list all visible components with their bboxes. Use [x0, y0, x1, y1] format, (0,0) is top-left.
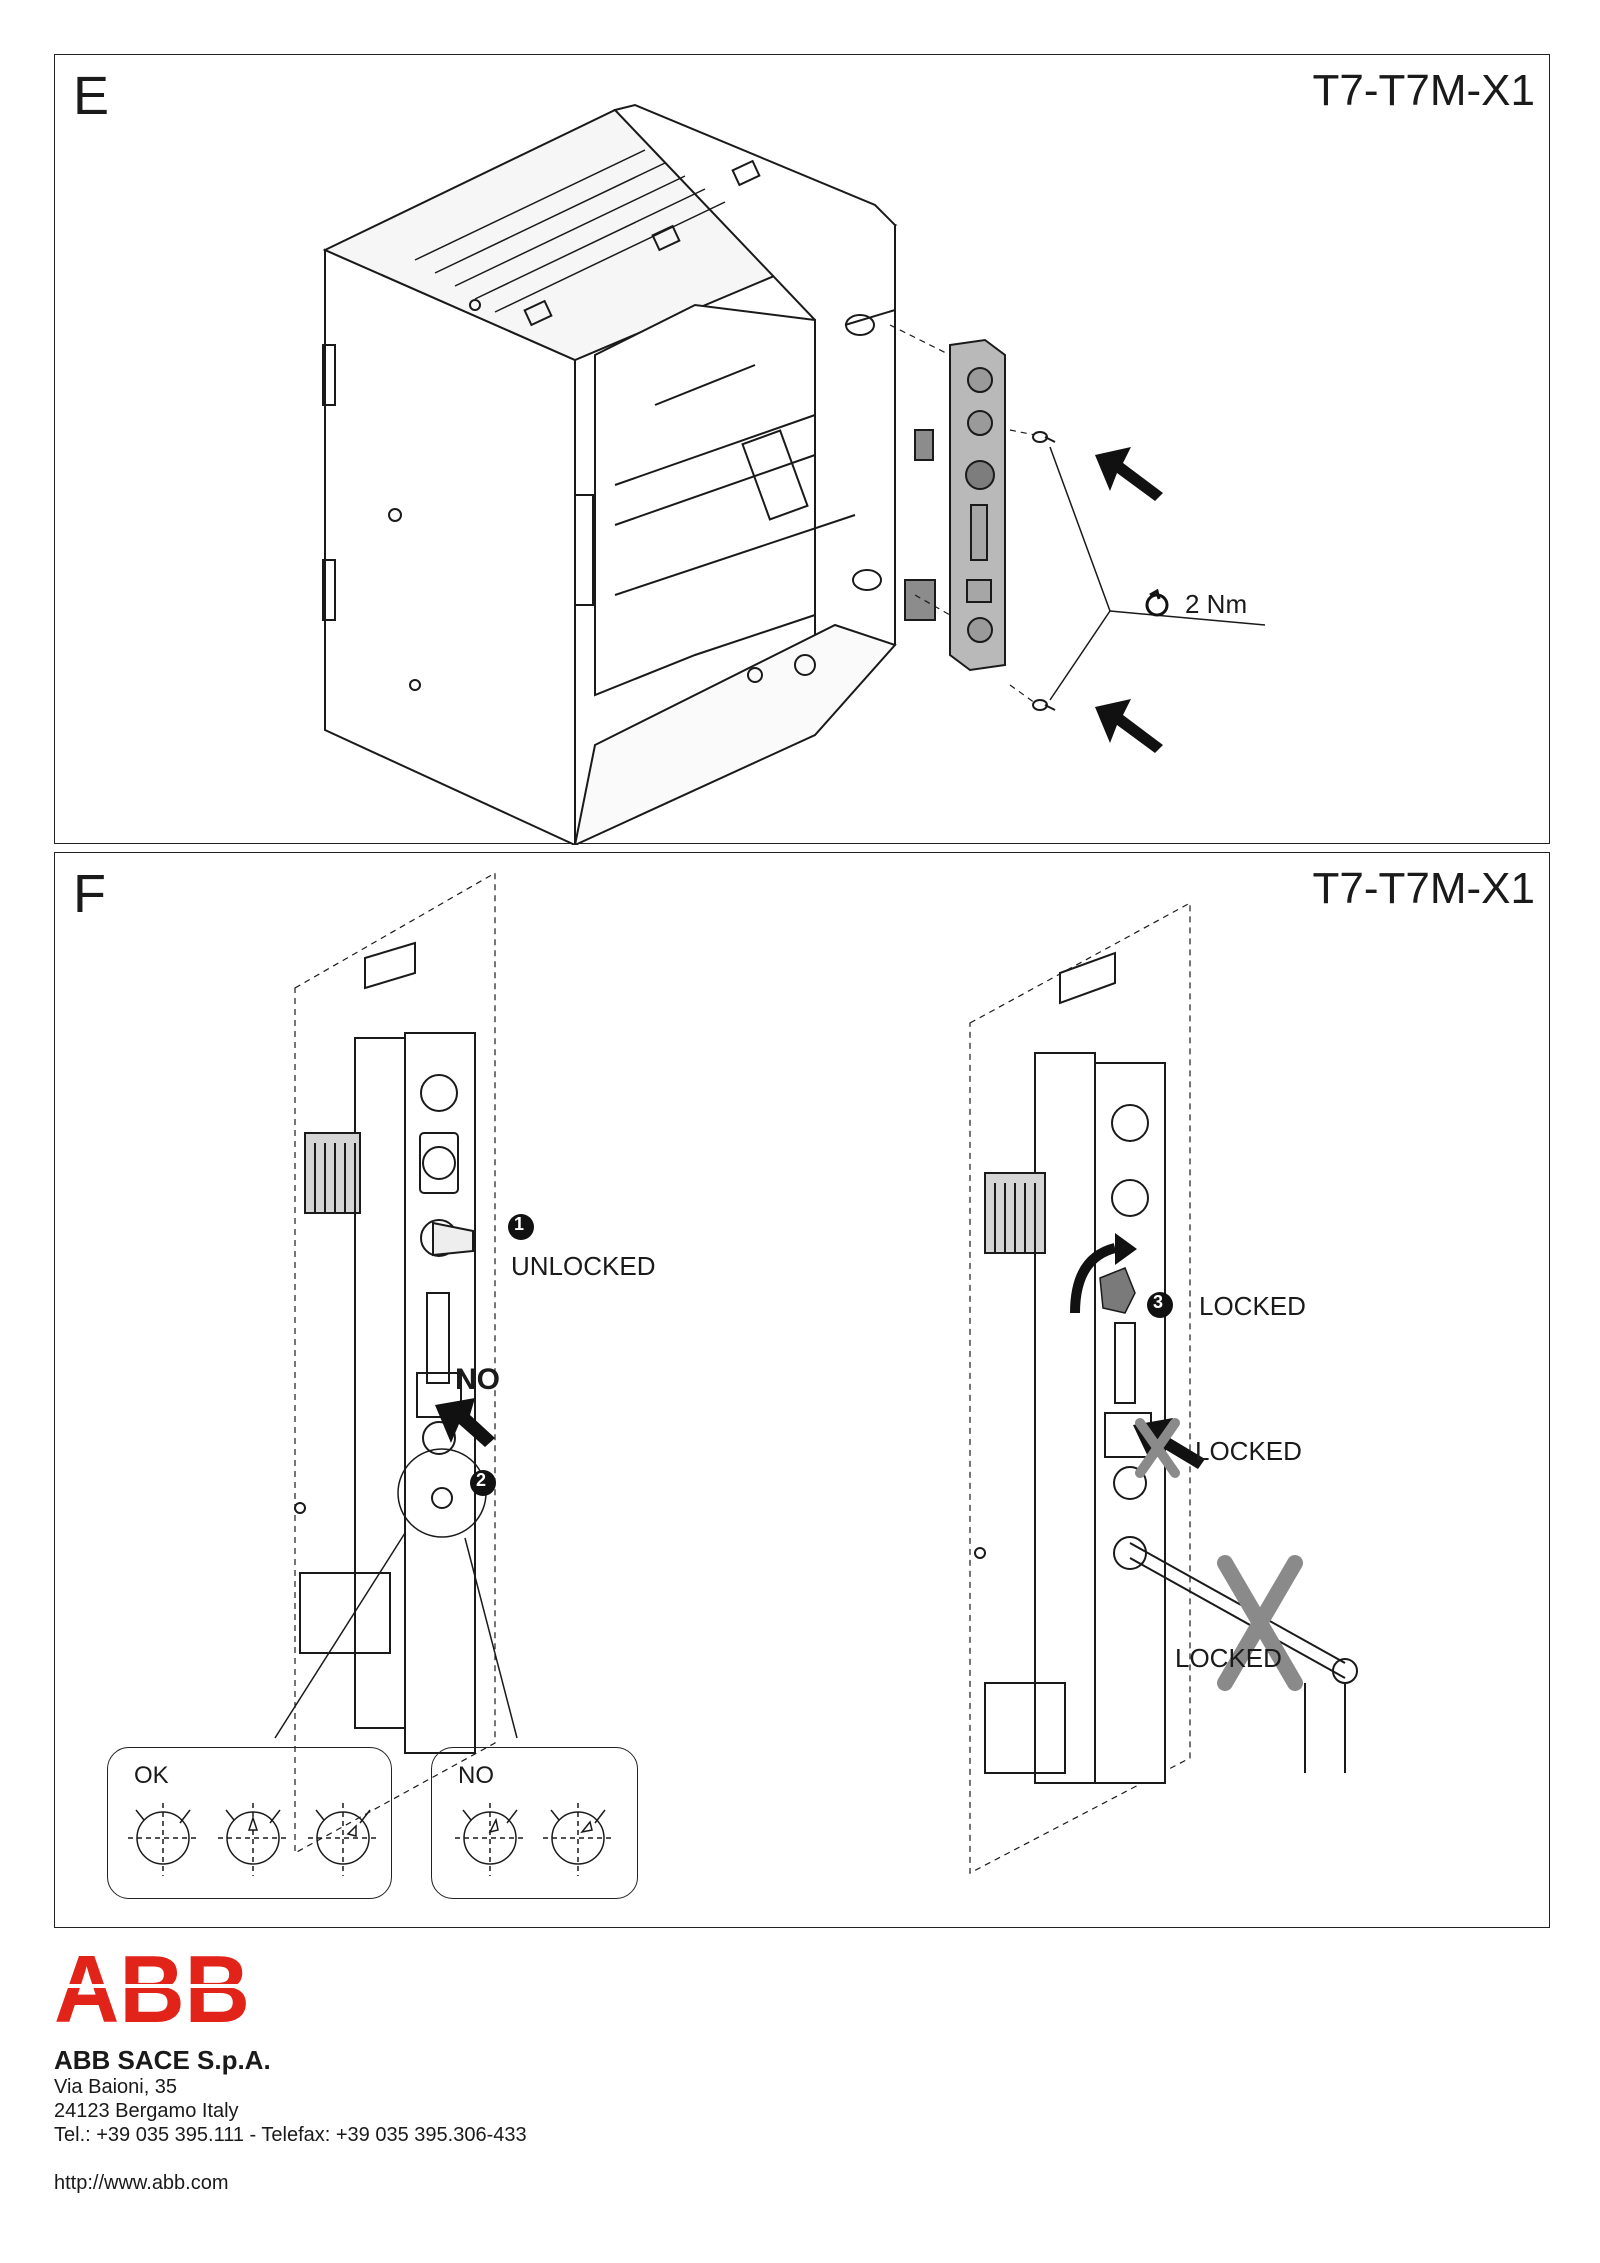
step-3-badge	[1147, 1292, 1173, 1318]
no-label: NO	[455, 1363, 500, 1396]
no-gauge-label: NO	[458, 1762, 494, 1789]
cross-mark-small	[1135, 1418, 1180, 1478]
frame-base	[573, 623, 897, 845]
cross-mark-large	[1217, 1555, 1303, 1691]
screw-top	[1032, 431, 1056, 443]
ok-gauge-box: OK	[107, 1747, 392, 1899]
panel-letter-e: E	[73, 66, 110, 126]
step-2-number: 2	[476, 1470, 487, 1490]
frame-assembly-drawing	[322, 103, 1266, 845]
left-view-unlocked	[274, 871, 518, 1855]
step-2-badge	[470, 1470, 496, 1496]
arrow-bottom	[1095, 699, 1163, 753]
step-3-number: 3	[1153, 1292, 1164, 1312]
right-view-locked	[969, 901, 1358, 1874]
panel-e: E T7-T7M-X1	[54, 54, 1550, 845]
lock-detail-drawings	[274, 871, 1358, 1874]
ok-dial-1	[128, 1803, 198, 1876]
panel-letter-f: F	[73, 864, 106, 924]
model-code-e: T7-T7M-X1	[1312, 66, 1535, 115]
step-1-badge	[508, 1214, 534, 1240]
no-dial-2	[543, 1803, 613, 1876]
torque-label: 2 Nm	[1185, 589, 1248, 619]
ok-dial-3	[308, 1803, 378, 1876]
model-code-f: T7-T7M-X1	[1312, 864, 1535, 913]
footer: ABB ABB SACE S.p.A. Via Baioni, 35 24123…	[54, 1936, 854, 2195]
screw-bottom	[1032, 699, 1056, 711]
address-street: Via Baioni, 35	[54, 2076, 178, 2098]
ok-label: OK	[134, 1762, 169, 1789]
ok-dial-2	[218, 1803, 288, 1876]
no-dial-1	[455, 1803, 525, 1876]
arrow-top	[1095, 447, 1163, 501]
lock-plate	[904, 338, 1006, 672]
no-gauge-box: NO	[431, 1747, 638, 1899]
no-dials	[455, 1803, 613, 1876]
locked-label-top: LOCKED	[1199, 1291, 1306, 1321]
arrow-no	[435, 1398, 495, 1447]
rotate-arrow	[1070, 1243, 1117, 1314]
ok-dials	[128, 1803, 378, 1876]
locking-key	[1099, 1267, 1136, 1314]
abb-logo: ABB	[54, 1936, 254, 2043]
company-name: ABB SACE S.p.A.	[54, 2045, 271, 2075]
panel-f: F T7-T7M-X1	[54, 852, 1550, 1928]
abb-logo-text: ABB	[54, 1950, 250, 2026]
phone-fax: Tel.: +39 035 395.111 - Telefax: +39 035…	[54, 2124, 527, 2146]
unlocked-label: UNLOCKED	[511, 1251, 656, 1281]
address-city: 24123 Bergamo Italy	[54, 2100, 239, 2122]
website-link[interactable]: http://www.abb.com	[54, 2172, 229, 2194]
step-1-number: 1	[514, 1214, 525, 1234]
torque-icon	[1145, 588, 1169, 617]
rotate-arrow-head	[1115, 1233, 1137, 1265]
locked-label-middle: LOCKED	[1195, 1436, 1302, 1466]
locked-label-bottom: LOCKED	[1175, 1643, 1282, 1673]
